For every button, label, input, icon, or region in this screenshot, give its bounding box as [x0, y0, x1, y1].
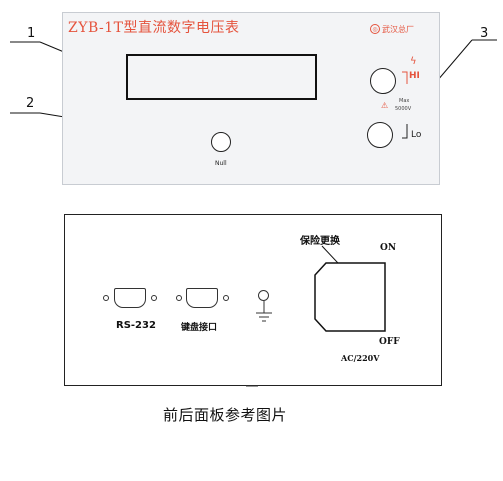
rs232-screw-right [151, 295, 157, 301]
callout-1: 1 [27, 26, 36, 41]
hi-lo-brackets [402, 71, 408, 139]
bottom-tick-mark [246, 385, 258, 387]
max-voltage-value: 5000V [395, 106, 412, 112]
rs232-label: RS-232 [116, 320, 156, 331]
ac-voltage-label: AC/220V [341, 353, 380, 363]
power-socket[interactable] [314, 262, 394, 334]
front-panel-title: ZYB-1T型直流数字电压表 [68, 20, 240, 36]
fuse-replace-label: 保险更换 [300, 236, 340, 247]
brand-logo-icon: ◎ [370, 24, 380, 34]
ground-icon [256, 301, 272, 322]
keyboard-port[interactable] [186, 288, 218, 308]
figure-caption: 前后面板参考图片 [163, 406, 288, 424]
high-voltage-icon: ϟ [410, 56, 417, 67]
rs232-port[interactable] [114, 288, 146, 308]
max-label: Max [399, 98, 410, 104]
null-button[interactable] [211, 132, 231, 152]
power-on-label: ON [380, 243, 397, 253]
hi-label: HI [409, 71, 420, 81]
keyboard-port-label: 键盘接口 [181, 323, 218, 333]
brand-name: 武汉总厂 [382, 25, 414, 34]
callout-2: 2 [26, 96, 35, 111]
lo-label: Lo [411, 130, 422, 140]
warning-icon: ⚠ [381, 101, 389, 110]
display-window [126, 54, 317, 100]
callout-3: 3 [480, 26, 489, 41]
null-label: Null [215, 160, 227, 167]
ground-terminal[interactable] [258, 290, 269, 301]
rs232-screw-left [103, 295, 109, 301]
lo-terminal[interactable] [367, 122, 393, 148]
power-off-label: OFF [379, 337, 400, 347]
hi-terminal[interactable] [370, 68, 396, 94]
keyboard-screw-left [176, 295, 182, 301]
keyboard-screw-right [223, 295, 229, 301]
